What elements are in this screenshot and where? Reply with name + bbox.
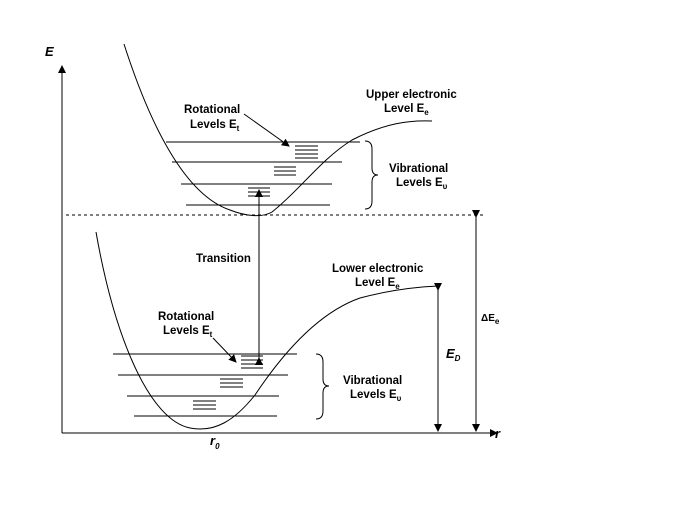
svg-text:Rotational: Rotational [184,104,240,116]
lower-vibrational-levels [113,353,297,417]
lower-rotational-pointer [212,337,237,363]
svg-text:Levels Eυ: Levels Eυ [350,389,402,403]
svg-text:Level Ee: Level Ee [355,277,400,291]
upper-electronic-label: Upper electronic Level Ee [366,89,457,117]
lower-vibrational-label: Vibrational Levels Eυ [343,375,402,403]
svg-text:Levels Et: Levels Et [163,325,213,339]
svg-text:Lower electronic: Lower electronic [332,263,424,275]
upper-rotational-levels [248,145,318,197]
lower-vibrational-brace [315,353,330,420]
upper-rotational-label: Rotational Levels Et [184,104,240,133]
lower-rotational-levels [193,355,263,410]
delta-e-label: ΔEe [481,313,500,326]
r0-label: r0 [210,433,220,451]
lower-rotational-label: Rotational Levels Et [158,311,214,339]
svg-text:Upper electronic: Upper electronic [366,89,457,101]
lower-electronic-label: Lower electronic Level Ee [332,263,424,291]
lower-potential-curve [95,231,439,430]
svg-text:Vibrational: Vibrational [389,163,448,175]
transition-label: Transition [196,253,251,265]
upper-rotational-pointer [243,113,290,147]
upper-potential-curve [123,43,433,217]
distance-axis-label: r [495,426,501,441]
svg-text:Rotational: Rotational [158,311,214,323]
upper-vibrational-brace [364,140,379,210]
dissociation-energy-label: ED [446,346,461,363]
energy-axis-label: E [45,44,54,59]
upper-vibrational-label: Vibrational Levels Eυ [389,163,448,191]
svg-text:Levels Eυ: Levels Eυ [396,177,448,191]
svg-text:Vibrational: Vibrational [343,375,402,387]
svg-text:Levels Et: Levels Et [190,119,240,133]
svg-text:Level Ee: Level Ee [384,103,429,117]
